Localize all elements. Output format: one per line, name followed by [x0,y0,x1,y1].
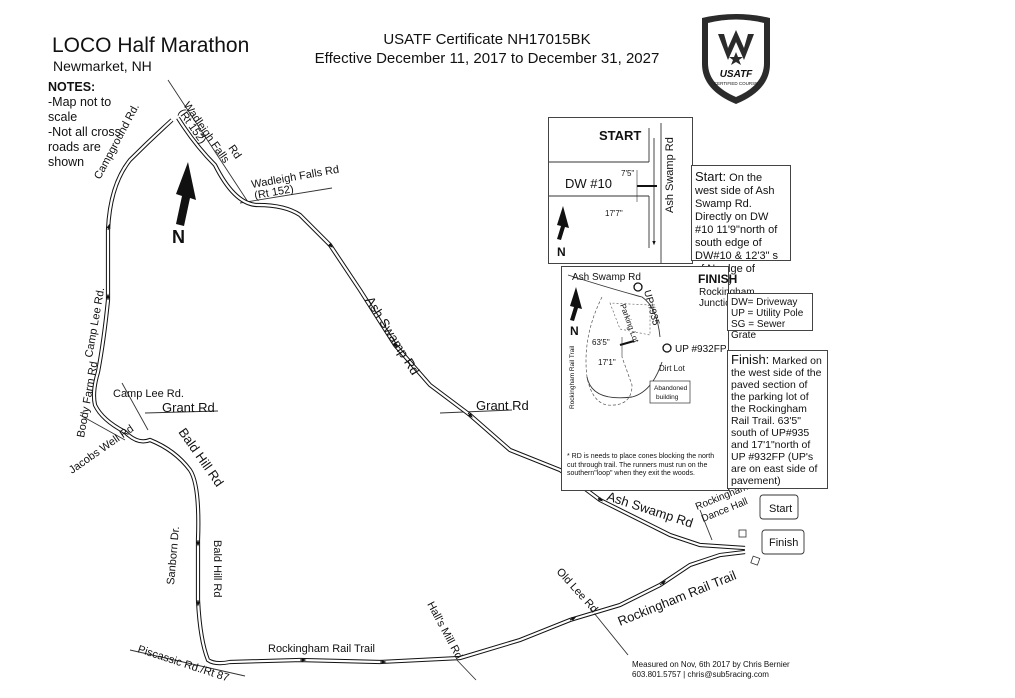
start-marker: Start [738,494,799,538]
finish-desc-lead: Finish: [731,352,770,367]
north-arrow-icon: N [172,162,196,247]
finish-inset-diagram: Ash Swamp Rd UP#935 UP #932FP Parking Lo… [567,272,727,409]
footer-measured: Measured on Nov, 6th 2017 by Chris Berni… [632,660,790,669]
label-wadleigh-falls-2: Wadleigh Falls Rd [250,164,340,191]
label-campground: Campground Rd. [92,102,142,182]
start-marker-label: Start [769,503,792,515]
footer: Measured on Nov, 6th 2017 by Chris Berni… [632,660,790,680]
start-dim-1: 7'5" [621,169,634,178]
badge-org: USATF [720,69,753,80]
finish-rail-label: Rockingham Rail Trail [569,345,576,409]
start-inset-diagram: START 7'5" 17'7" DW #10 Ash Swamp Rd N [549,123,676,263]
start-north-label: N [557,245,566,259]
start-description: Start: On the west side of Ash Swamp Rd.… [691,165,791,288]
finish-up935: UP#935 [641,289,661,327]
legend-sg: SG = Sewer Grate [731,319,786,341]
start-inset: START 7'5" 17'7" DW #10 Ash Swamp Rd N [548,117,693,264]
label-rail-trail-1: Rockingham Rail Trail [268,643,375,655]
start-north-icon [557,206,569,240]
course-route [91,116,746,666]
start-dim-2: 17'7" [605,209,623,218]
finish-description: Finish: Marked on the west side of the p… [727,350,828,489]
start-road-label: Ash Swamp Rd [664,137,676,213]
label-bald-hill-1: Bald Hill Rd [176,425,227,489]
finish-north-label: N [570,324,579,338]
finish-junction: Rockingham Junction [699,287,755,309]
usatf-badge: USATF CERTIFIED COURSE [698,12,774,106]
finish-up932: UP #932FP [675,344,727,355]
label-grant-1: Grant Rd [162,400,215,415]
finish-inset-title: FINISH [698,272,738,286]
notes-heading: NOTES: [48,80,96,94]
finish-abandoned-2: building [656,394,679,401]
legend-dw: DW= Driveway [731,297,798,308]
cross-roads [79,79,791,681]
label-grant-2: Grant Rd [476,398,529,413]
start-desc-lead: Start: [695,169,727,184]
label-halls-mill: Hall's Mill Rd [424,600,464,661]
finish-north-icon [570,287,582,321]
finish-sub-1: Rockingham [699,287,755,298]
label-bald-hill-2: Bald Hill Rd [211,540,223,597]
start-dw-label: DW #10 [565,176,612,191]
map-title: LOCO Half Marathon [52,34,250,57]
finish-dim-1: 63'5" [592,338,610,347]
usatf-shield-icon: USATF CERTIFIED COURSE [702,14,770,104]
finish-marker: Finish [750,529,805,566]
finish-inset: Ash Swamp Rd UP#935 UP #932FP Parking Lo… [561,266,729,491]
note-line-2: -Not all cross roads are shown [48,125,121,169]
label-old-lee: Old Lee Rd. [554,566,602,618]
footer-contact: 603.801.5757 | chris@sub5racing.com [632,670,769,679]
legend: DW= Driveway UP = Utility Pole SG = Sewe… [727,293,813,341]
finish-marker-label: Finish [769,537,798,549]
note-line-1: -Map not to scale [48,95,112,124]
finish-sub-2: Junction [699,298,737,309]
finish-dim-2: 17'1" [598,358,616,367]
effective-dates: Effective December 11, 2017 to December … [314,50,660,67]
start-inset-title: START [599,128,641,143]
certificate-block: USATF Certificate NH17015BK Effective De… [277,30,697,68]
direction-arrows [106,223,666,664]
notes: NOTES: -Map not to scale -Not all cross … [48,80,128,170]
map-location: Newmarket, NH [53,58,152,74]
legend-up: UP = Utility Pole [731,308,804,319]
label-sanborn: Sanborn Dr. [165,526,182,586]
finish-abandoned-1: Abandoned [654,385,688,392]
finish-parking: Parking Lot [618,303,641,345]
label-boody-farm: Boody Farm Rd [75,361,100,439]
badge-caption: CERTIFIED COURSE [714,81,758,86]
certificate-number: USATF Certificate NH17015BK [383,31,591,48]
finish-road-label: Ash Swamp Rd [572,272,641,283]
label-ash-swamp-1: Ash Swamp Rd [362,294,422,378]
finish-note: * RD is needs to place cones blocking th… [567,453,715,477]
finish-dirt-lot: Dirt Lot [659,364,686,373]
north-label: N [172,227,185,247]
label-camp-lee-2: Camp Lee Rd. [113,388,184,400]
finish-desc-text: Marked on the west side of the paved sec… [731,355,822,487]
